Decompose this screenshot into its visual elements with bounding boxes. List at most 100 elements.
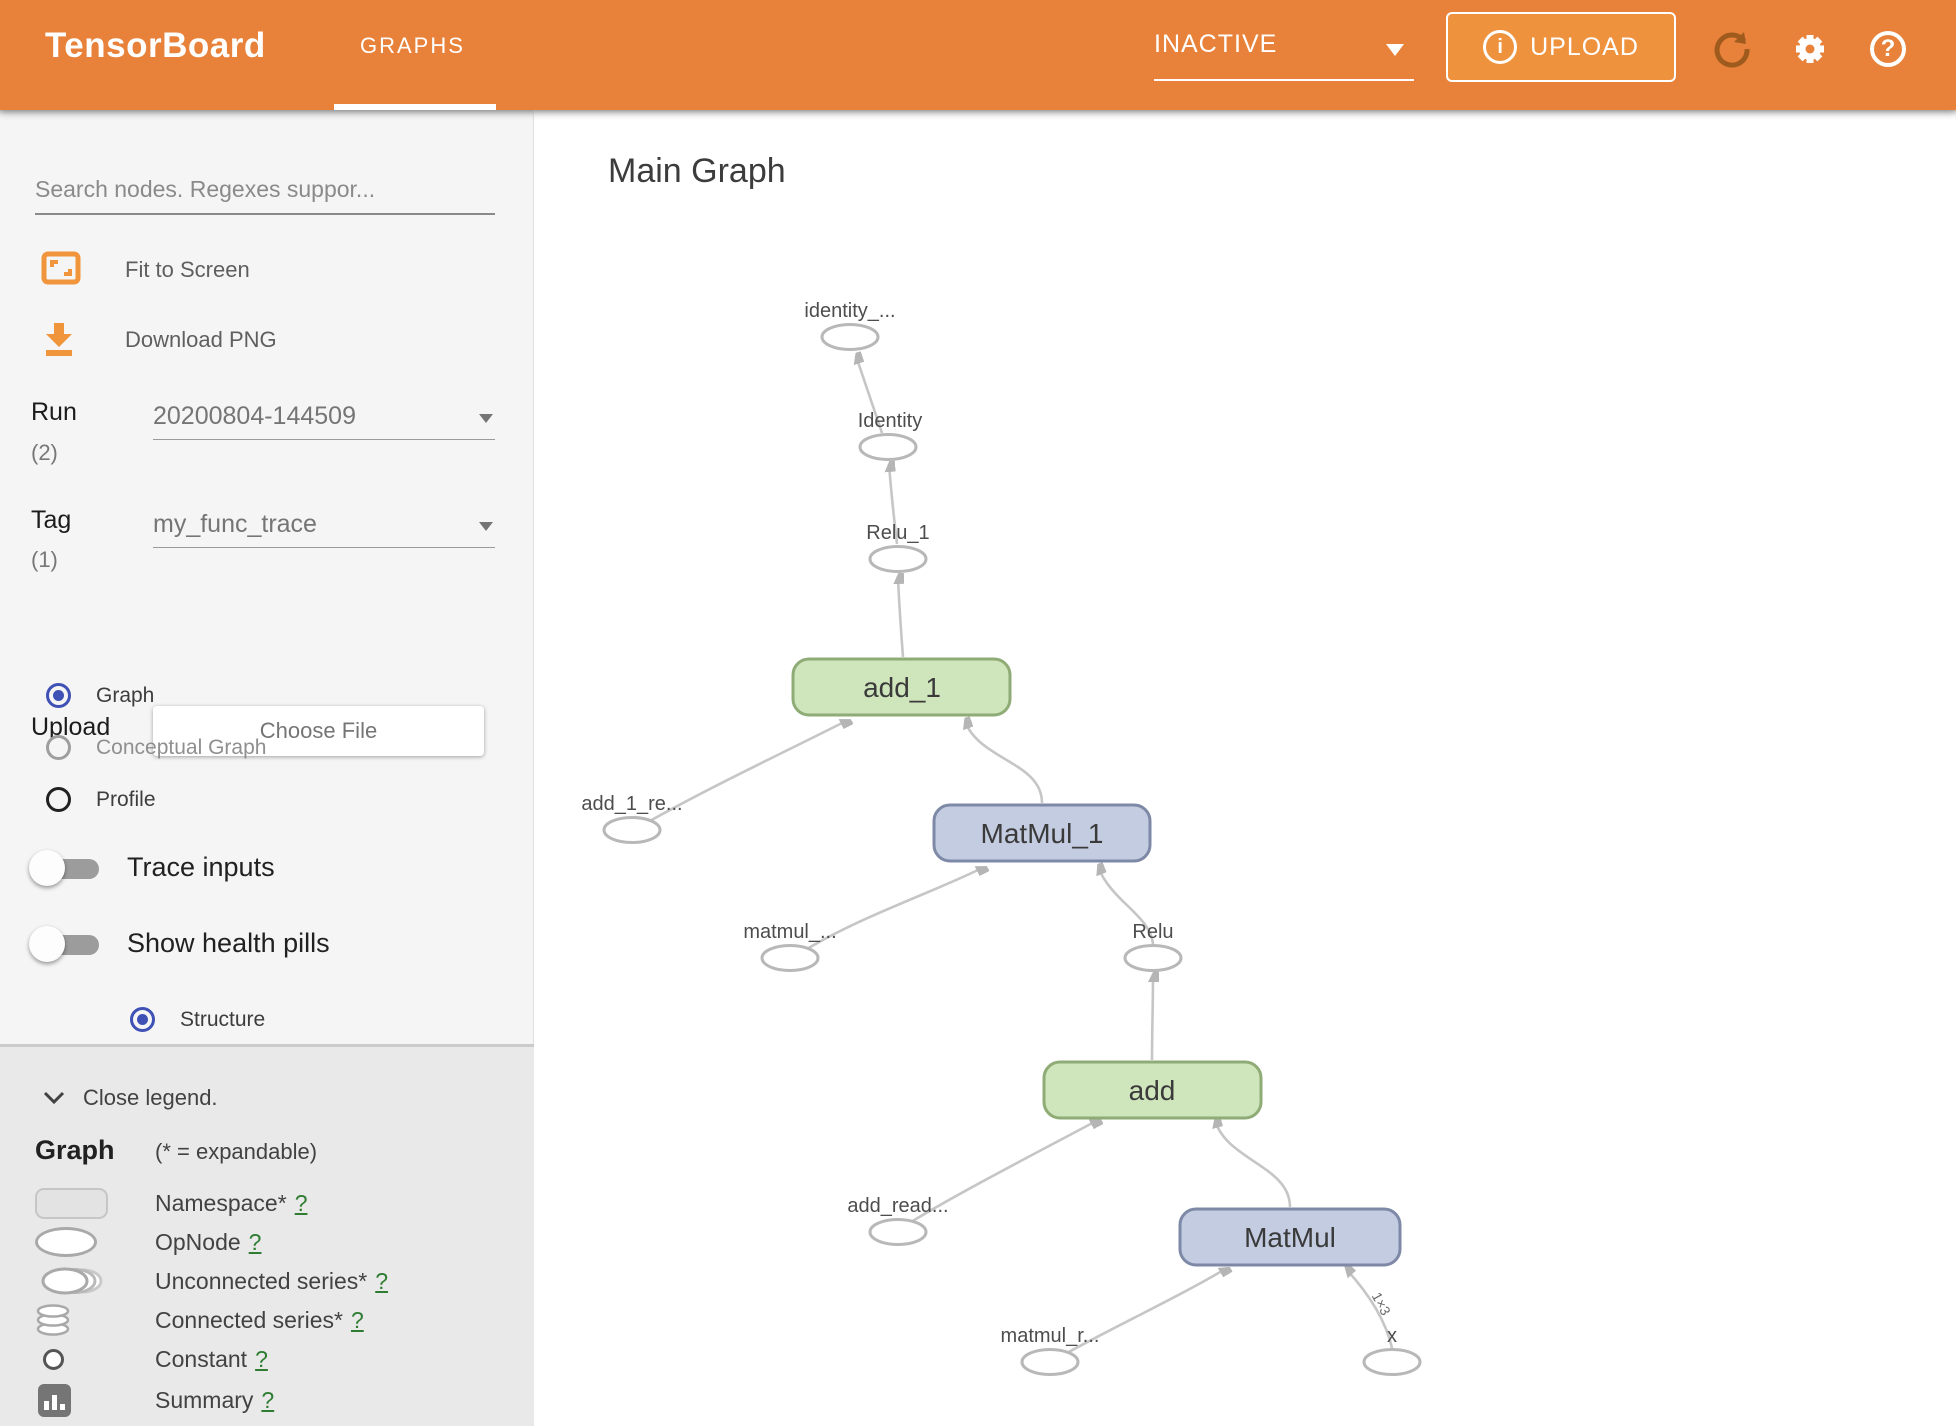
legend-label: Unconnected series* (155, 1268, 368, 1294)
radio-profile-control (46, 787, 71, 812)
opnode-add_read[interactable] (868, 1218, 928, 1246)
summary-icon (38, 1383, 71, 1417)
radio-conceptual-graph-label: Conceptual Graph (96, 735, 267, 759)
radio-conceptual-graph-control (46, 735, 71, 760)
graph-edges (647, 356, 1394, 1355)
opnode-matmul_[interactable] (760, 944, 820, 972)
run-select[interactable]: 20200804-144509 (153, 402, 495, 440)
legend-label: Namespace* (155, 1190, 287, 1216)
legend-item-unconnected-series: Unconnected series*? (0, 1262, 534, 1300)
trace-inputs-label: Trace inputs (127, 852, 275, 882)
trace-inputs-toggle[interactable]: Trace inputs (29, 849, 275, 886)
connected-series-swatch (35, 1301, 115, 1339)
radio-profile[interactable]: Profile (46, 787, 156, 812)
radio-graph-control (46, 683, 71, 708)
choose-file-button[interactable]: Choose File (153, 706, 484, 756)
help-link[interactable]: ? (248, 1229, 262, 1255)
radio-structure-label: Structure (180, 1007, 266, 1031)
radio-conceptual-graph[interactable]: Conceptual Graph (46, 735, 266, 760)
opnode-label: add_read... (847, 1195, 948, 1217)
edge-relu_1-identity (889, 464, 899, 545)
edge-matmul_-matmul_1 (806, 865, 984, 951)
download-png-button[interactable]: Download PNG (0, 318, 534, 362)
tag-count: (1) (31, 547, 58, 572)
help-link[interactable]: ? (261, 1387, 275, 1413)
opnode-matmul_r[interactable] (1020, 1348, 1080, 1376)
node-add[interactable] (1042, 1060, 1263, 1120)
edge-relu-matmul_1 (1098, 867, 1155, 945)
legend-title: Graph (35, 1135, 115, 1165)
radio-graph-label: Graph (96, 683, 155, 707)
opnode-relu[interactable] (1123, 944, 1183, 972)
search-input[interactable] (35, 172, 495, 215)
radio-color-structure[interactable]: Structure (130, 1007, 265, 1032)
app-brand: TensorBoard (45, 26, 266, 65)
edge-identity-identity_out (856, 356, 884, 434)
help-icon[interactable]: ? (1866, 27, 1910, 71)
legend-item-connected-series: Connected series*? (0, 1301, 534, 1339)
opnode-identity[interactable] (858, 433, 918, 461)
legend-label: Constant (155, 1346, 248, 1372)
opnode-add_1_re[interactable] (602, 816, 662, 844)
opnode-label: matmul_... (743, 921, 836, 943)
node-matmul-label: MatMul (1244, 1222, 1336, 1253)
edge-shape-label: 1×3 (1369, 1289, 1394, 1318)
status-dropdown-underline (1154, 79, 1414, 81)
help-link[interactable]: ? (375, 1268, 389, 1294)
radio-profile-label: Profile (96, 787, 156, 811)
radio-structure-control (130, 1007, 155, 1032)
opnode-swatch (35, 1227, 97, 1257)
radio-graph[interactable]: Graph (46, 683, 154, 708)
legend-item-summary: Summary? (0, 1381, 534, 1419)
opnode-label: Relu_1 (866, 522, 929, 544)
legend-panel: Close legend. Graph (* = expandable) Nam… (0, 1044, 534, 1426)
legend-expandable-note: (* = expandable) (155, 1139, 318, 1164)
app-header: TensorBoard GRAPHS INACTIVE i UPLOAD (0, 0, 1956, 110)
opnode-label: matmul_r... (1001, 1325, 1100, 1347)
block-nodes: add_1 MatMul_1 add MatMul (791, 657, 1402, 1267)
gear-icon[interactable] (1788, 27, 1832, 71)
opnode-label: Identity (858, 410, 922, 432)
opnode-identity_out[interactable] (820, 323, 880, 351)
namespace-swatch (35, 1187, 108, 1219)
opnode-label: identity_... (804, 300, 895, 322)
graph-canvas: Main Graph 1×3 (534, 110, 1956, 1426)
status-dropdown[interactable]: INACTIVE (1154, 30, 1414, 82)
refresh-icon[interactable] (1710, 27, 1754, 71)
upload-button-label: UPLOAD (1530, 32, 1639, 61)
edge-x-matmul (1346, 1269, 1394, 1349)
edge-add-relu (1152, 974, 1153, 1061)
tag-select-value: my_func_trace (153, 510, 317, 538)
legend-label: Summary (155, 1387, 254, 1413)
close-legend-label: Close legend. (83, 1085, 218, 1110)
fit-to-screen-label: Fit to Screen (125, 257, 250, 282)
node-matmul_1-label: MatMul_1 (981, 818, 1104, 849)
download-icon (41, 319, 77, 362)
edge-matmul-add (1215, 1120, 1292, 1208)
upload-section-label: Upload (31, 713, 111, 741)
help-link[interactable]: ? (350, 1307, 364, 1333)
tag-select[interactable]: my_func_trace (153, 510, 495, 548)
tab-graphs[interactable]: GRAPHS (360, 33, 465, 58)
edge-add_1_re-add_1 (647, 718, 848, 824)
opnode-x[interactable] (1362, 1348, 1422, 1376)
help-link[interactable]: ? (294, 1190, 308, 1216)
node-matmul_1[interactable] (932, 803, 1152, 863)
show-health-pills-toggle[interactable]: Show health pills (29, 925, 330, 962)
run-select-value: 20200804-144509 (153, 402, 356, 430)
node-matmul[interactable] (1178, 1207, 1402, 1267)
close-legend-button[interactable]: Close legend. (43, 1085, 218, 1111)
opnode-relu_1[interactable] (868, 545, 928, 573)
legend-item-opnode: OpNode? (0, 1223, 534, 1261)
upload-button[interactable]: i UPLOAD (1446, 12, 1676, 82)
graph-svg: 1×3 identity_... Identity Relu_1 add_1_r… (581, 300, 1422, 1376)
help-link[interactable]: ? (255, 1346, 268, 1372)
edge-add_1-relu_1 (898, 576, 905, 658)
node-add-label: add (1129, 1075, 1176, 1106)
sidebar: Fit to Screen Download PNG Run (2) 20200… (0, 110, 534, 1426)
fit-to-screen-button[interactable]: Fit to Screen (0, 248, 534, 292)
node-add_1[interactable] (791, 657, 1012, 717)
legend-label: OpNode (155, 1229, 241, 1255)
legend-label: Connected series* (155, 1307, 343, 1333)
